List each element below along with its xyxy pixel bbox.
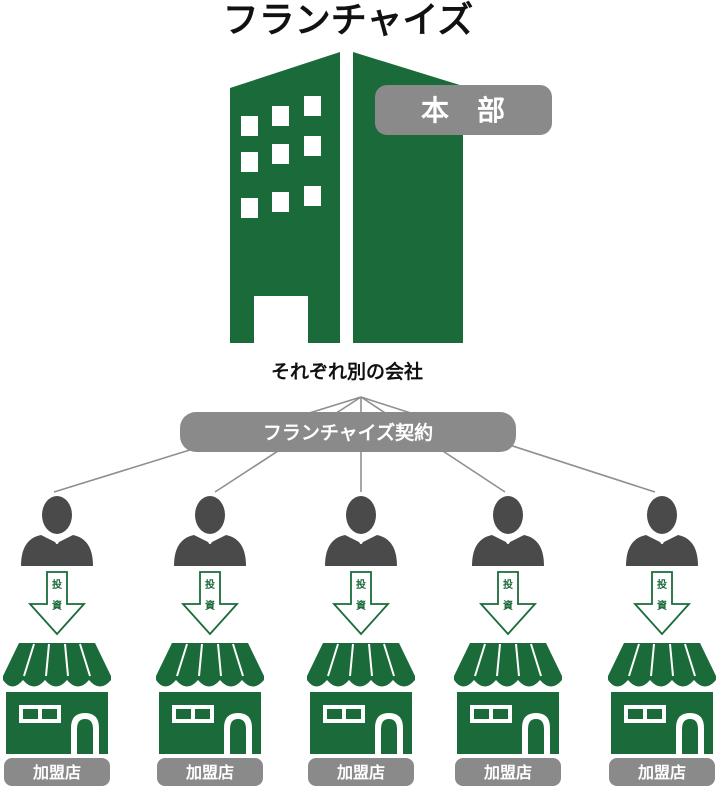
store-label: 加盟店 (637, 763, 686, 782)
contract-label: フランチャイズ契約 (263, 421, 433, 444)
investment-arrow-icon: 投 資 (478, 571, 538, 636)
franchisee-column-4: 投 資 加盟店 (454, 496, 562, 786)
investment-arrow-icon: 投 資 (331, 571, 391, 636)
headquarters-label: 本 部 (421, 94, 505, 127)
store-icon (3, 643, 111, 754)
headquarters-badge (375, 85, 552, 135)
store-badge (157, 758, 263, 786)
investment-label-bottom: 資 (205, 599, 215, 612)
person-icon (325, 496, 397, 566)
investment-arrow-icon: 投 資 (27, 571, 87, 636)
store-badge (609, 758, 715, 786)
person-icon (472, 496, 544, 566)
investment-label-bottom: 資 (356, 599, 366, 612)
person-icon (21, 496, 93, 566)
franchisee-column-3: 投 資 加盟店 (307, 496, 415, 786)
store-icon (156, 643, 264, 754)
store-badge (308, 758, 414, 786)
contract-badge (180, 412, 516, 452)
store-label: 加盟店 (185, 763, 234, 782)
store-label: 加盟店 (336, 763, 385, 782)
investment-label-bottom: 資 (52, 599, 62, 612)
investment-label-bottom: 資 (503, 599, 513, 612)
franchisee-column-1: 投 資 加盟店 (3, 496, 111, 786)
investment-label-top: 投 (205, 578, 215, 591)
store-badge (455, 758, 561, 786)
store-badge (4, 758, 110, 786)
store-icon (307, 643, 415, 754)
investment-label-top: 投 (356, 578, 366, 591)
investment-label-top: 投 (52, 578, 62, 591)
franchisee-column-2: 投 資 加盟店 (156, 496, 264, 786)
store-icon (454, 643, 562, 754)
investment-label-bottom: 資 (657, 599, 667, 612)
investment-arrow-icon: 投 資 (180, 571, 240, 636)
franchisee-column-5: 投 資 加盟店 (608, 496, 716, 786)
investment-arrow-icon: 投 資 (632, 571, 692, 636)
store-icon (608, 643, 716, 754)
investment-label-top: 投 (503, 578, 513, 591)
person-icon (174, 496, 246, 566)
store-label: 加盟店 (483, 763, 532, 782)
store-label: 加盟店 (32, 763, 81, 782)
person-icon (626, 496, 698, 566)
diagram-title: フランチャイズ (223, 0, 474, 41)
separate-companies-label: それぞれ別の会社 (271, 360, 423, 383)
investment-label-top: 投 (657, 578, 667, 591)
